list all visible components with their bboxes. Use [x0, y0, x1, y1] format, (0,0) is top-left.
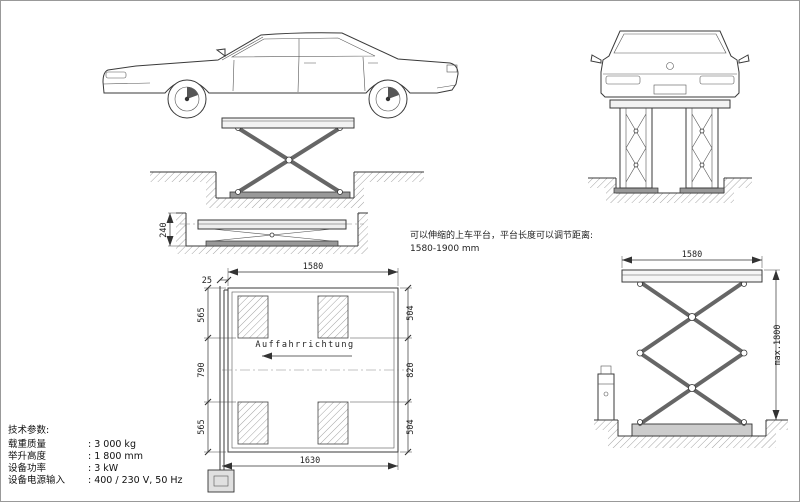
pit-outline [150, 171, 424, 199]
dim-plan-right-bottom: 504 [406, 419, 416, 434]
dim-lift-width: 1580 [682, 250, 702, 260]
param-value-0: : 3 000 kg [88, 439, 136, 450]
param-label-1: 举升高度 [8, 450, 47, 462]
car-windows [230, 37, 376, 58]
lift-column-left [619, 107, 653, 189]
supply-line [219, 286, 228, 470]
param-label-0: 载重质量 [8, 438, 47, 450]
pit-cross-section: 240 [159, 212, 368, 254]
dim-plan-bottom: 1630 [300, 456, 320, 466]
param-value-1: : 1 800 mm [88, 451, 143, 462]
annotation-line1: 可以伸缩的上车平台，平台长度可以调节距离: [410, 229, 593, 241]
ground-hatch-lift [594, 420, 788, 448]
license-plate [653, 84, 687, 95]
dim-plan-offset: 25 [202, 276, 212, 286]
dim-plan-left-top: 565 [197, 307, 207, 322]
emblem [666, 62, 674, 70]
windshield [613, 33, 727, 54]
dim-pit-depth: 240 [159, 222, 169, 237]
pit-hatch [176, 213, 368, 254]
ground-hatch [150, 172, 424, 208]
rear-wheel [368, 79, 408, 119]
car-front-view [588, 30, 752, 203]
front-wheel [167, 79, 207, 119]
annotation-note: 可以伸缩的上车平台，平台长度可以调节距离: 1580-1900 mm [410, 229, 593, 254]
mirror-right [738, 54, 750, 64]
lift-side-view: 1580 max.1800 [594, 250, 788, 448]
power-unit [207, 469, 235, 493]
param-label-3: 设备电源输入 [8, 474, 66, 486]
dim-plan-top: 1580 [303, 262, 323, 272]
dim-plan-left-bottom: 565 [197, 419, 207, 434]
mirror-left [590, 54, 602, 64]
raised-platform [621, 269, 763, 283]
car-front-body [600, 30, 740, 98]
side-mirror [215, 48, 226, 57]
lift-column-right [685, 107, 719, 189]
param-label-2: 设备功率 [8, 462, 47, 474]
ground-hatch-front [588, 178, 752, 203]
lift-base [229, 191, 351, 199]
lift-crossbeam [609, 99, 731, 109]
pad-bottom-left [237, 401, 269, 445]
plan-view: Auffahrrichtung 1580 25 565 790 565 [197, 262, 416, 493]
drive-direction-label: Auffahrrichtung [255, 340, 354, 350]
tech-params-title: 技术参数: [8, 424, 49, 436]
light-left [605, 75, 641, 85]
headlight [105, 71, 127, 79]
dim-plan-right-mid: 820 [406, 362, 416, 377]
pad-bottom-right [317, 401, 349, 445]
control-cabinet [597, 365, 615, 421]
pad-top-right [317, 295, 349, 339]
car-body [102, 32, 459, 94]
lift-platform [221, 117, 355, 129]
annotation-line2: 1580-1900 mm [410, 244, 479, 254]
param-value-2: : 3 kW [88, 463, 119, 474]
dim-plan-right-top: 504 [406, 305, 416, 320]
tech-params: 技术参数: 载重质量 : 3 000 kg 举升高度 : 1 800 mm 设备… [8, 424, 183, 486]
car-side-view [102, 32, 459, 208]
taillight [446, 64, 458, 73]
light-right [699, 75, 735, 85]
lift-base-frame [631, 423, 753, 437]
dim-lift-height: max.1800 [773, 325, 783, 366]
param-value-3: : 400 / 230 V, 50 Hz [88, 475, 183, 486]
lowered-platform [197, 219, 347, 230]
pad-top-left [237, 295, 269, 339]
dim-plan-left-mid: 790 [197, 362, 207, 377]
